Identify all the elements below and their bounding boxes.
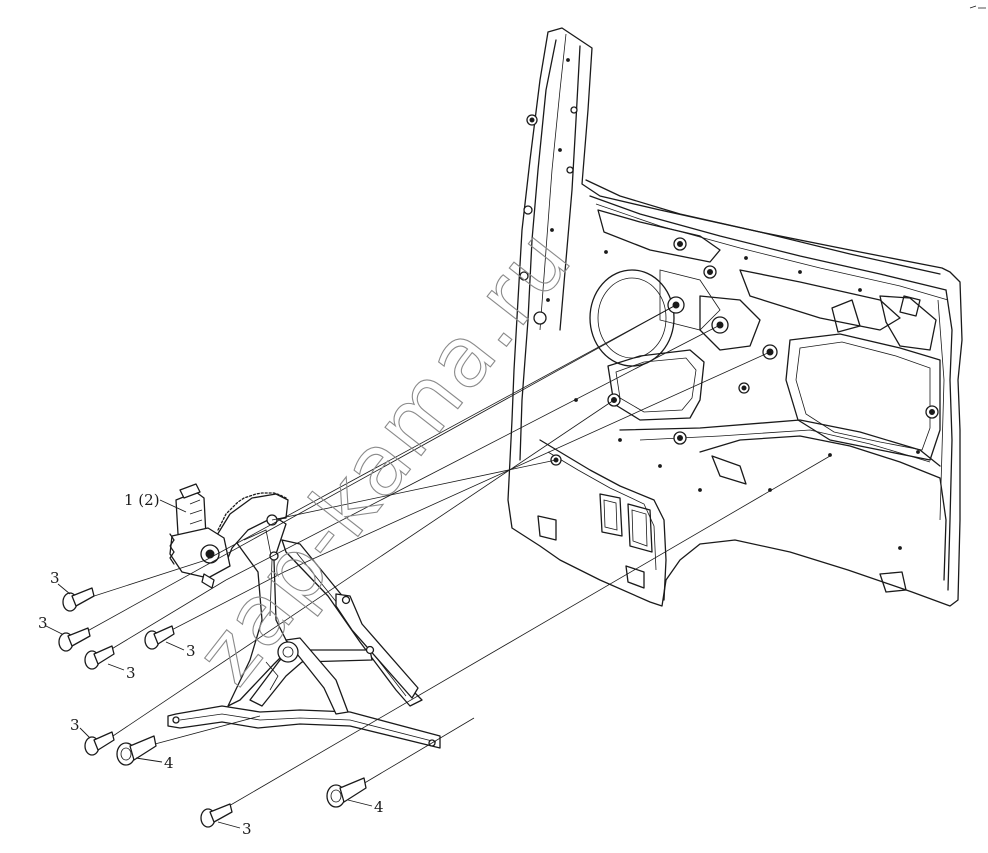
corner-mark: [969, 5, 986, 9]
window-motor: [169, 483, 231, 589]
watermark-text: zap-kama.ru: [177, 210, 591, 702]
callout-screw-label: 3: [186, 642, 196, 660]
fastener-screw-3a: [62, 587, 95, 612]
callout-bolt-label: 4: [164, 754, 174, 772]
fastener-screw-3c: [84, 645, 115, 670]
door-rivets: [546, 58, 920, 550]
watermark: zap-kama.ru: [176, 210, 591, 703]
fastener-bolt-4b: [326, 777, 367, 808]
callout-labels: 1 (2) 3 3 3 3 3 3 4 4: [38, 491, 384, 838]
callout-screw-label: 3: [242, 820, 252, 838]
door-inner-panel: [507, 27, 963, 607]
fastener-screw-3e: [84, 731, 115, 756]
callout-leaders: [45, 499, 373, 829]
fastener-screw-3f: [200, 803, 233, 828]
callout-screw-label: 3: [126, 664, 136, 682]
fastener-screw-3b: [58, 627, 91, 652]
assembly-lines: [81, 304, 831, 811]
callout-screw-label: 3: [70, 716, 80, 734]
callout-screw-label: 3: [50, 569, 60, 587]
door-mounting-holes: [519, 106, 939, 466]
callout-bolt-label: 4: [374, 798, 384, 816]
fastener-bolt-4a: [116, 735, 157, 766]
fastener-screw-3d: [144, 625, 175, 650]
window-regulator: [167, 492, 441, 749]
callout-motor-label: 1 (2): [124, 491, 160, 509]
callout-screw-label: 3: [38, 614, 48, 632]
